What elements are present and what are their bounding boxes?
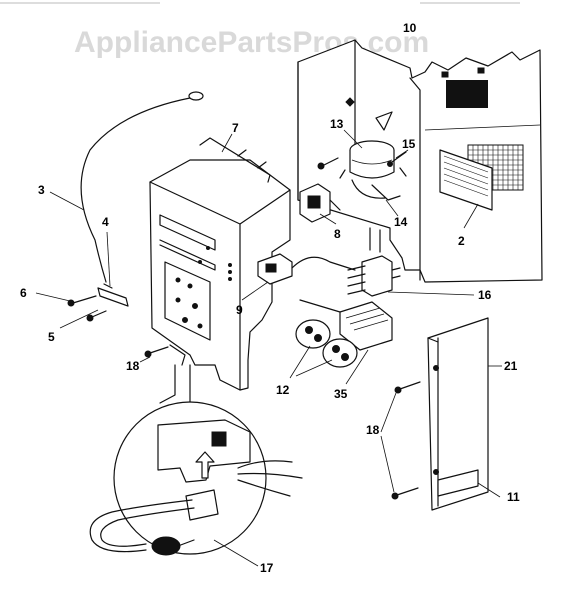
detail-circle [113, 364, 303, 555]
part-15-screw [387, 151, 407, 167]
callout-12: 12 [276, 383, 290, 397]
part-9-terminal [257, 253, 356, 285]
part-10-rear-panel [297, 39, 543, 283]
part-21-cover [427, 317, 489, 511]
part-11-strip [437, 469, 479, 497]
callout-7: 7 [232, 121, 239, 135]
part-4-bracket [97, 283, 129, 307]
part-8-switch [299, 183, 341, 223]
callout-4: 4 [102, 215, 109, 229]
leader-lines [35, 129, 502, 567]
callout-2: 2 [458, 234, 465, 248]
callout-14: 14 [394, 215, 408, 229]
callout-21: 21 [504, 359, 518, 373]
part-5-screw [86, 310, 107, 322]
callout-15: 15 [402, 137, 416, 151]
callout-35: 35 [334, 387, 348, 401]
callout-6: 6 [20, 286, 27, 300]
callout-17: 17 [260, 561, 274, 575]
part-17-power-cord [89, 489, 219, 556]
callout-18-box: 18 [126, 359, 140, 373]
header-fragment: 10 [403, 21, 417, 35]
callout-13: 13 [330, 117, 344, 131]
screw-left-capacitor [317, 157, 339, 170]
callout-3: 3 [38, 183, 45, 197]
part-7-control-housing [149, 137, 291, 391]
callout-18-cover: 18 [366, 423, 380, 437]
callout-labels: 10 2 3 4 5 6 7 8 9 11 12 13 14 15 16 17 … [20, 21, 520, 575]
callout-9: 9 [236, 303, 243, 317]
part-6-screw [67, 295, 97, 307]
callout-8: 8 [334, 227, 341, 241]
part-14-bracket [371, 184, 401, 201]
part-18-screw-box [144, 346, 169, 358]
part-18-screws-cover [391, 381, 421, 500]
callout-16: 16 [478, 288, 492, 302]
part-2-filter [439, 149, 493, 211]
callout-5: 5 [48, 330, 55, 344]
part-16-connector [347, 255, 401, 297]
part-13-capacitor [339, 140, 407, 199]
part-35-board [299, 299, 393, 351]
part-3-ground-wire [80, 91, 204, 283]
callout-11: 11 [507, 490, 520, 504]
